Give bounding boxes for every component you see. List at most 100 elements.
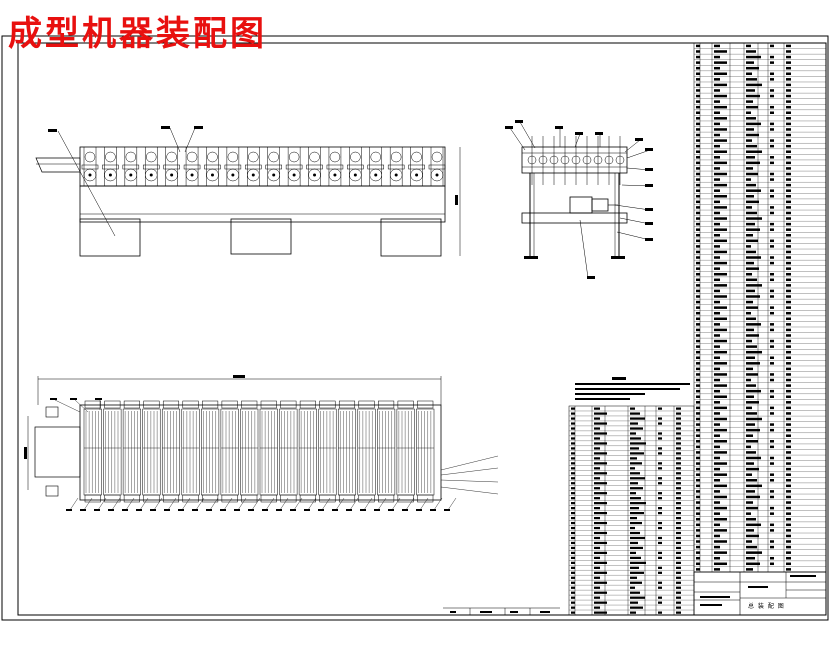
forming-station: [337, 408, 357, 496]
cell-mark: [714, 200, 720, 204]
cell-mark: [770, 195, 774, 198]
cell-mark: [746, 139, 752, 142]
station-top-bearing: [202, 400, 219, 409]
cell-mark: [786, 128, 791, 131]
cell-mark: [676, 502, 681, 505]
cell-mark: [594, 422, 607, 425]
cell-mark: [676, 457, 681, 460]
roller-axle: [170, 173, 174, 177]
cell-mark: [746, 117, 756, 120]
cell-mark: [630, 611, 636, 614]
cell-mark: [594, 611, 607, 614]
cell-mark: [746, 295, 760, 298]
cell-mark: [714, 50, 727, 53]
cell-mark: [630, 526, 635, 530]
cell-mark: [746, 378, 751, 382]
cell-mark: [714, 261, 727, 265]
plan-tag: [150, 509, 156, 511]
cell-mark: [786, 150, 791, 153]
station-bottom-bearing: [182, 494, 199, 503]
cell-mark: [696, 78, 700, 81]
cell-mark: [770, 529, 774, 532]
cell-mark: [786, 501, 791, 504]
cell-mark: [714, 345, 720, 348]
cell-mark: [770, 55, 774, 59]
forming-station: [220, 408, 239, 496]
cell-mark: [696, 378, 700, 382]
cell-mark: [676, 437, 681, 440]
cell-mark: [714, 150, 727, 153]
cell-mark: [571, 526, 575, 530]
cell-mark: [696, 117, 700, 120]
cell-mark: [786, 311, 791, 315]
cell-mark: [786, 484, 791, 488]
forming-station: [318, 408, 337, 496]
cell-mark: [714, 473, 727, 476]
cell-mark: [696, 467, 700, 471]
cell-mark: [786, 556, 791, 560]
cell-mark: [676, 432, 681, 435]
roller-block: [204, 164, 221, 170]
motor: [569, 196, 593, 214]
cell-mark: [594, 581, 607, 584]
cell-mark: [770, 128, 774, 131]
plan-leader: [153, 497, 163, 511]
right-parts-list: [693, 42, 827, 573]
roller-axle: [435, 173, 439, 177]
cell-mark: [571, 452, 575, 455]
roller-axle: [149, 173, 153, 177]
cell-mark: [714, 545, 720, 549]
cell-mark: [746, 133, 759, 137]
station-bottom-bearing: [397, 494, 414, 503]
cell-mark: [658, 462, 662, 465]
cell-mark: [714, 428, 727, 432]
cell-mark: [714, 278, 720, 282]
cell-mark: [714, 479, 720, 482]
roller-block: [347, 164, 364, 170]
forming-station: [259, 408, 278, 496]
cell-mark: [696, 367, 700, 371]
cell-mark: [714, 501, 720, 504]
cell-mark: [676, 606, 681, 609]
cell-mark: [696, 506, 700, 510]
plan-leader: [54, 399, 81, 413]
cell-mark: [594, 526, 600, 530]
cell-mark: [786, 462, 791, 465]
station-top-bearing: [417, 400, 434, 409]
cell-mark: [676, 472, 681, 475]
upper-roller: [227, 151, 239, 163]
callout-tag: [645, 184, 653, 187]
cell-mark: [658, 586, 662, 589]
cell-mark: [594, 417, 600, 420]
cell-mark: [714, 373, 727, 376]
cell-mark: [770, 406, 774, 410]
cell-mark: [714, 456, 720, 460]
cell-mark: [746, 100, 753, 103]
cell-mark: [630, 417, 645, 420]
cell-mark: [786, 156, 791, 159]
cell-mark: [770, 105, 774, 109]
cell-mark: [746, 89, 755, 92]
cell-mark: [630, 511, 644, 515]
plan-leader: [111, 497, 121, 511]
cell-mark: [746, 61, 754, 64]
cell-mark: [746, 345, 757, 348]
cell-mark: [676, 576, 681, 579]
cell-mark: [696, 222, 700, 226]
cell-mark: [696, 100, 700, 103]
cell-mark: [658, 601, 662, 604]
cell-mark: [746, 367, 753, 371]
cell-mark: [630, 541, 638, 545]
cell-mark: [676, 531, 681, 535]
cell-mark: [786, 534, 791, 538]
roller-axle: [251, 173, 255, 177]
callout-tag: [645, 222, 653, 225]
cell-mark: [786, 222, 791, 226]
cell-mark: [630, 536, 645, 540]
cell-mark: [786, 512, 791, 515]
cell-mark: [714, 172, 727, 176]
cell-mark: [594, 606, 600, 609]
cell-mark: [714, 167, 720, 170]
roller-axle: [415, 173, 419, 177]
cell-mark: [571, 521, 575, 525]
